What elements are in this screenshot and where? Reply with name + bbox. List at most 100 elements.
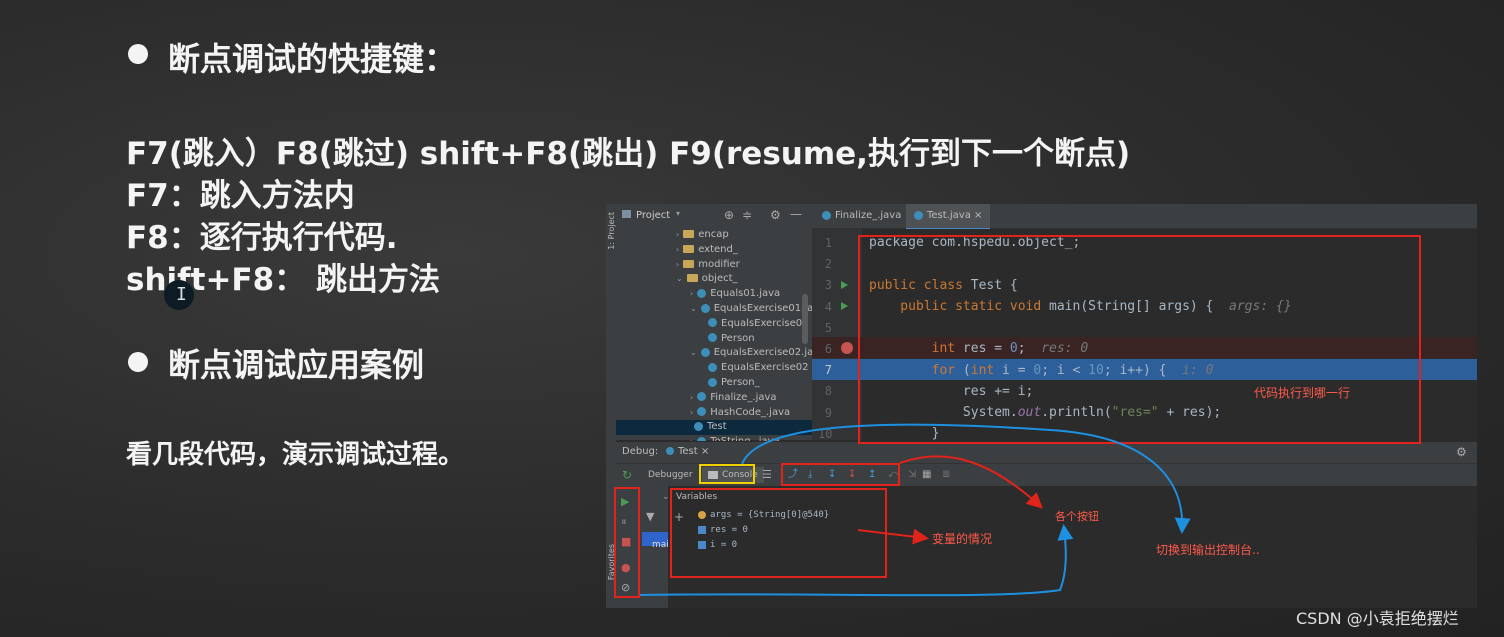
tree-item[interactable]: Person [704, 333, 755, 344]
stop-icon[interactable]: ■ [621, 535, 632, 548]
rerun-icon[interactable]: ↻ [622, 468, 633, 482]
force-step-into-icon[interactable]: ↧ [848, 469, 857, 480]
console-icon [708, 470, 718, 479]
run-icon[interactable] [841, 302, 848, 310]
variable-row[interactable]: i = 0 [698, 540, 737, 550]
line-number: 10 [818, 426, 833, 441]
run-icon[interactable] [841, 281, 848, 289]
filter-icon[interactable]: ▼ [646, 510, 655, 523]
tree-item[interactable]: ⌄EqualsExercise02.jav [690, 347, 819, 358]
class-icon [708, 377, 717, 387]
chevron-down-icon[interactable]: ▾ [676, 209, 681, 218]
heading-debug-case: 断点调试应用案例 [168, 346, 425, 384]
code-line-6: int res = 0; res: 0 [869, 341, 1089, 356]
tree-item[interactable]: › Finalize_.java [690, 392, 777, 403]
step-out-icon[interactable]: ↥ [868, 469, 877, 480]
shortcut-summary-line: F7(跳入）F8(跳过) shift+F8(跳出) F9(resume,执行到下… [126, 136, 1131, 172]
project-label[interactable]: Project [636, 210, 671, 221]
class-icon [914, 210, 923, 220]
target-icon[interactable]: ⊕ [724, 208, 735, 222]
tree-item-label: object_ [701, 273, 738, 285]
shortcut-f7-line: F7：跳入方法内 [126, 178, 355, 214]
tree-item[interactable]: › modifier [676, 259, 740, 270]
frame-item[interactable]: mai [642, 532, 672, 550]
tree-arrow-icon[interactable]: › [690, 289, 694, 299]
add-watch-icon[interactable]: + [674, 510, 685, 524]
code-highlight-box [858, 235, 1421, 444]
variable-row[interactable]: res = 0 [698, 525, 748, 535]
mute-breakpoints-icon[interactable]: ⊘ [621, 581, 631, 594]
arrow-to-buttons [899, 455, 1043, 509]
layout-icon[interactable]: ≣ [942, 469, 951, 480]
tree-arrow-icon[interactable]: ⌄ [676, 274, 683, 284]
tree-arrow-icon[interactable]: › [676, 230, 680, 239]
tree-item[interactable]: ›Equals01.java [690, 288, 780, 299]
tab-debugger[interactable]: Debugger [648, 470, 693, 480]
show-execution-point-icon[interactable]: ⤴ [788, 469, 798, 480]
project-panel: Project ▾ ⊕ ≑ ⚙ — ›encap›extend_›modifie… [616, 204, 819, 447]
tab-finalize[interactable]: Finalize_.java × [814, 204, 921, 228]
collapse-icon[interactable]: ≑ [742, 208, 753, 222]
tree-item-label: EqualsExercise01.jav [713, 303, 820, 314]
tree-scrollbar[interactable] [802, 294, 808, 344]
class-icon [708, 362, 717, 372]
tree-item[interactable]: Person_ [704, 377, 760, 388]
line-gutter[interactable] [812, 229, 862, 440]
execution-line-highlight [812, 359, 1477, 380]
resume-icon[interactable]: ▶ [621, 495, 630, 508]
debug-session-tab[interactable]: Test × [666, 446, 709, 457]
tree-item-label: modifier [698, 258, 740, 270]
drop-frame-icon[interactable]: ⤺ [888, 469, 899, 480]
tree-item[interactable]: ⌄ object_ [676, 273, 738, 284]
variables-label: Variables [676, 492, 718, 502]
tree-arrow-icon[interactable]: ⌄ [690, 348, 697, 358]
run-to-cursor-icon[interactable]: ⇲ [908, 469, 917, 480]
chevron-down-icon[interactable]: ⌄ [662, 492, 670, 502]
line-number: 4 [824, 299, 832, 314]
annotation-buttons: 各个按钮 [1055, 510, 1099, 523]
view-breakpoints-icon[interactable]: ● [621, 561, 631, 574]
class-icon [822, 210, 831, 220]
variable-text: res = 0 [710, 525, 748, 535]
tree-arrow-icon[interactable]: › [690, 407, 694, 417]
tree-item[interactable]: › extend_ [676, 244, 738, 255]
debug-toolbar: ↻ Debugger Console ☰ ⤴ ⤓ ↧ ↧ ↥ ⤺ ⇲ ▦ ≣ [616, 463, 1477, 486]
tree-arrow-icon[interactable]: › [676, 244, 680, 254]
tree-item[interactable]: Test [690, 421, 727, 432]
class-icon [697, 407, 707, 417]
tree-item[interactable]: ⌄ EqualsExercise01.jav [690, 303, 819, 314]
tab-console[interactable]: Console [702, 467, 764, 483]
tree-item[interactable]: EqualsExercise01 [704, 318, 808, 329]
bullet-dot [128, 352, 148, 372]
tree-arrow-icon[interactable]: ⌄ [690, 304, 697, 313]
tree-item-label: HashCode_.java [710, 406, 791, 418]
tree-item[interactable]: ›encap [676, 229, 729, 240]
line-number: 2 [824, 257, 832, 272]
debug-side-toolbar: ▶ ⏸ ■ ● ⊘ [616, 486, 638, 608]
evaluate-icon[interactable]: ▦ [922, 469, 932, 480]
tree-item[interactable]: EqualsExercise02 [704, 362, 808, 373]
code-line-3: public class Test { [869, 278, 1018, 293]
arrow-console-to-output [741, 423, 1191, 534]
variable-row[interactable]: args = {String[0]@540} [698, 510, 829, 520]
tree-item-label: Finalize_.java [710, 391, 777, 403]
annotation-console: 切换到输出控制台.. [1156, 543, 1260, 557]
tree-item[interactable]: › HashCode_.java [690, 407, 790, 418]
gear-icon[interactable]: ⚙ [770, 208, 781, 222]
code-line-8: res += i; [869, 384, 1034, 399]
breakpoint-icon[interactable] [841, 342, 853, 354]
menu-icon[interactable]: ☰ [762, 468, 772, 481]
mouse-cursor-highlight [164, 280, 194, 310]
tab-test[interactable]: Test.java × [906, 204, 991, 230]
tree-arrow-icon[interactable]: › [676, 259, 680, 269]
pause-icon[interactable]: ⏸ [621, 515, 627, 528]
gear-icon[interactable]: ⚙ [1456, 445, 1467, 459]
tree-item-label: extend_ [698, 243, 738, 255]
code-line-1: package com.hspedu.object_; [869, 235, 1081, 250]
step-into-icon[interactable]: ↧ [828, 469, 837, 480]
tree-arrow-icon[interactable]: › [690, 392, 694, 402]
step-over-icon[interactable]: ⤓ [808, 469, 813, 480]
minimize-icon[interactable]: — [790, 207, 802, 221]
